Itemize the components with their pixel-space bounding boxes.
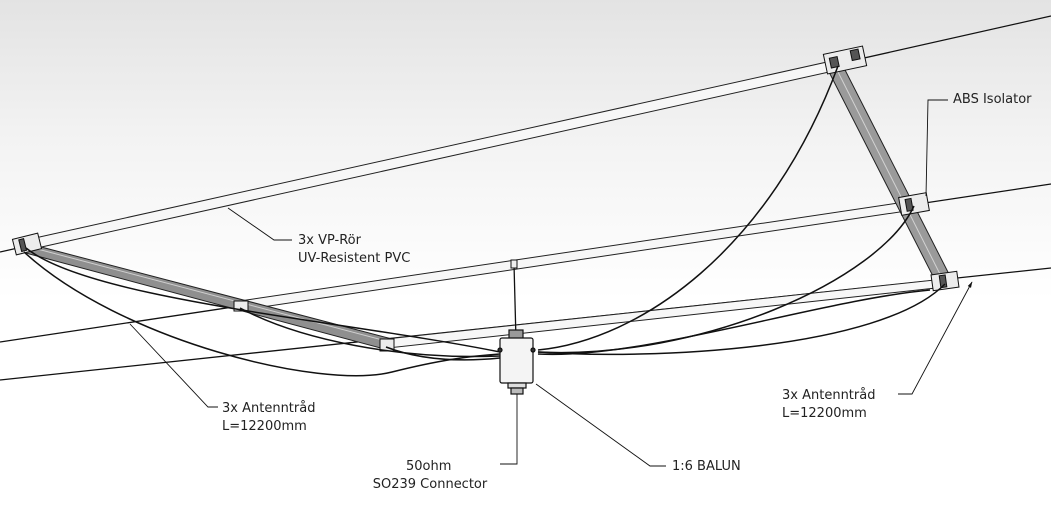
label-connector: 50ohm SO239 Connector bbox=[366, 458, 494, 494]
pvc-pipes bbox=[25, 59, 946, 349]
wire-right-2 bbox=[537, 205, 915, 354]
leader-connector bbox=[500, 394, 518, 465]
leader-isolator bbox=[925, 99, 948, 197]
pvc-pipe-top bbox=[25, 59, 839, 251]
wire-left-2 bbox=[239, 307, 501, 358]
wire-right-1 bbox=[537, 65, 839, 351]
label-wire-right: 3x Antenntråd L=12200mm bbox=[782, 387, 875, 423]
label-balun: 1:6 BALUN bbox=[672, 459, 741, 474]
so239-connector bbox=[510, 387, 524, 395]
label-wire-left-line2: L=12200mm bbox=[222, 419, 307, 434]
leader-wire-left bbox=[129, 323, 218, 408]
label-wire-left: 3x Antenntråd L=12200mm bbox=[222, 400, 315, 436]
label-pvc-pipe-line1: 3x VP-Rör bbox=[298, 233, 361, 248]
balun-body bbox=[499, 337, 534, 384]
isolator-mid-left bbox=[233, 300, 249, 312]
label-pvc-pipe: 3x VP-Rör UV-Resistent PVC bbox=[298, 232, 410, 268]
balun bbox=[497, 329, 536, 395]
pvc-pipe-bottom bbox=[385, 278, 946, 349]
isolator-middle-right bbox=[898, 192, 930, 216]
wire-right-3 bbox=[537, 283, 946, 356]
label-wire-right-line2: L=12200mm bbox=[782, 406, 867, 421]
leader-balun bbox=[535, 383, 666, 467]
spreaders bbox=[21, 63, 953, 351]
label-isolator: ABS Isolator bbox=[953, 92, 1032, 107]
antenna-wires bbox=[23, 65, 946, 377]
leader-lines bbox=[129, 99, 973, 467]
label-connector-line1: 50ohm bbox=[406, 459, 452, 474]
label-wire-left-line1: 3x Antenntråd bbox=[222, 401, 316, 416]
isolators bbox=[11, 45, 960, 352]
wire-left-1 bbox=[25, 247, 501, 353]
wire-left-4 bbox=[23, 251, 501, 377]
label-pvc-pipe-line2: UV-Resistent PVC bbox=[298, 251, 411, 266]
label-wire-right-line1: 3x Antenntråd bbox=[782, 388, 876, 403]
wire-left-3 bbox=[385, 346, 501, 361]
label-connector-line2: SO239 Connector bbox=[372, 477, 488, 492]
leader-wire-right bbox=[898, 281, 973, 395]
wire-right-4 bbox=[537, 289, 931, 356]
balun-hanger bbox=[513, 263, 517, 341]
isolator-left bbox=[11, 232, 43, 256]
leader-pvc bbox=[227, 207, 292, 241]
